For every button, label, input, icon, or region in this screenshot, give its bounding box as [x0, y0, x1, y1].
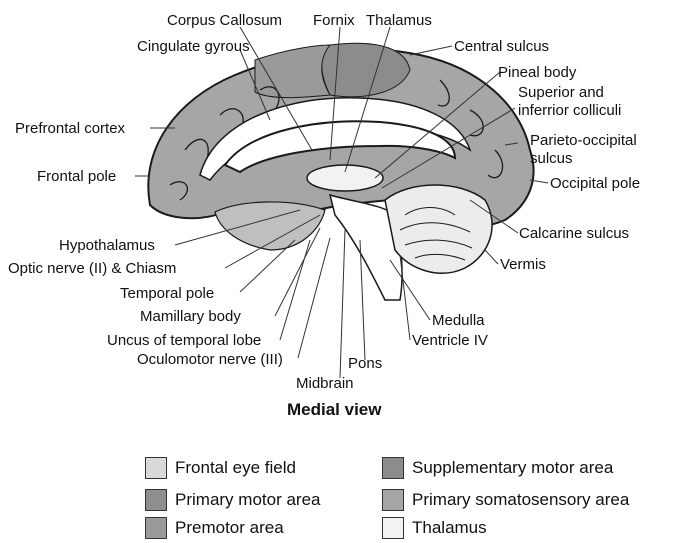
diagram-caption: Medial view — [287, 400, 381, 420]
label-cingulate-gyrous: Cingulate gyrous — [137, 38, 250, 55]
legend-swatch — [145, 457, 167, 479]
label-hypothalamus: Hypothalamus — [59, 237, 155, 254]
legend-label: Frontal eye field — [175, 458, 296, 478]
legend-label: Supplementary motor area — [412, 458, 613, 478]
label-parieto-occipital-2: sulcus — [530, 150, 573, 167]
label-frontal-pole: Frontal pole — [37, 168, 116, 185]
label-superior-colliculi-2: inferrior colliculi — [518, 102, 621, 119]
thalamus-shape — [307, 165, 383, 191]
legend-label: Premotor area — [175, 518, 284, 538]
label-corpus-callosum: Corpus Callosum — [167, 12, 282, 29]
legend-swatch — [145, 489, 167, 511]
legend-label: Primary motor area — [175, 490, 320, 510]
label-superior-colliculi-1: Superior and — [518, 84, 604, 101]
label-occipital-pole: Occipital pole — [550, 175, 640, 192]
legend-label: Primary somatosensory area — [412, 490, 629, 510]
label-fornix: Fornix — [313, 12, 355, 29]
legend-swatch — [382, 457, 404, 479]
label-parieto-occipital-1: Parieto-occipital — [530, 132, 637, 149]
legend-swatch — [382, 517, 404, 539]
label-vermis: Vermis — [500, 256, 546, 273]
label-temporal-pole: Temporal pole — [120, 285, 214, 302]
label-calcarine-sulcus: Calcarine sulcus — [519, 225, 629, 242]
legend-swatch — [145, 517, 167, 539]
label-prefrontal-cortex: Prefrontal cortex — [15, 120, 125, 137]
label-ventricle-iv: Ventricle IV — [412, 332, 488, 349]
label-central-sulcus: Central sulcus — [454, 38, 549, 55]
label-medulla: Medulla — [432, 312, 485, 329]
label-pons: Pons — [348, 355, 382, 372]
label-uncus: Uncus of temporal lobe — [107, 332, 261, 349]
label-oculomotor: Oculomotor nerve (III) — [137, 351, 283, 368]
label-mamillary-body: Mamillary body — [140, 308, 241, 325]
label-midbrain: Midbrain — [296, 375, 354, 392]
legend-label: Thalamus — [412, 518, 487, 538]
label-optic-nerve: Optic nerve (II) & Chiasm — [8, 260, 176, 277]
legend-swatch — [382, 489, 404, 511]
label-thalamus: Thalamus — [366, 12, 432, 29]
label-pineal-body: Pineal body — [498, 64, 576, 81]
